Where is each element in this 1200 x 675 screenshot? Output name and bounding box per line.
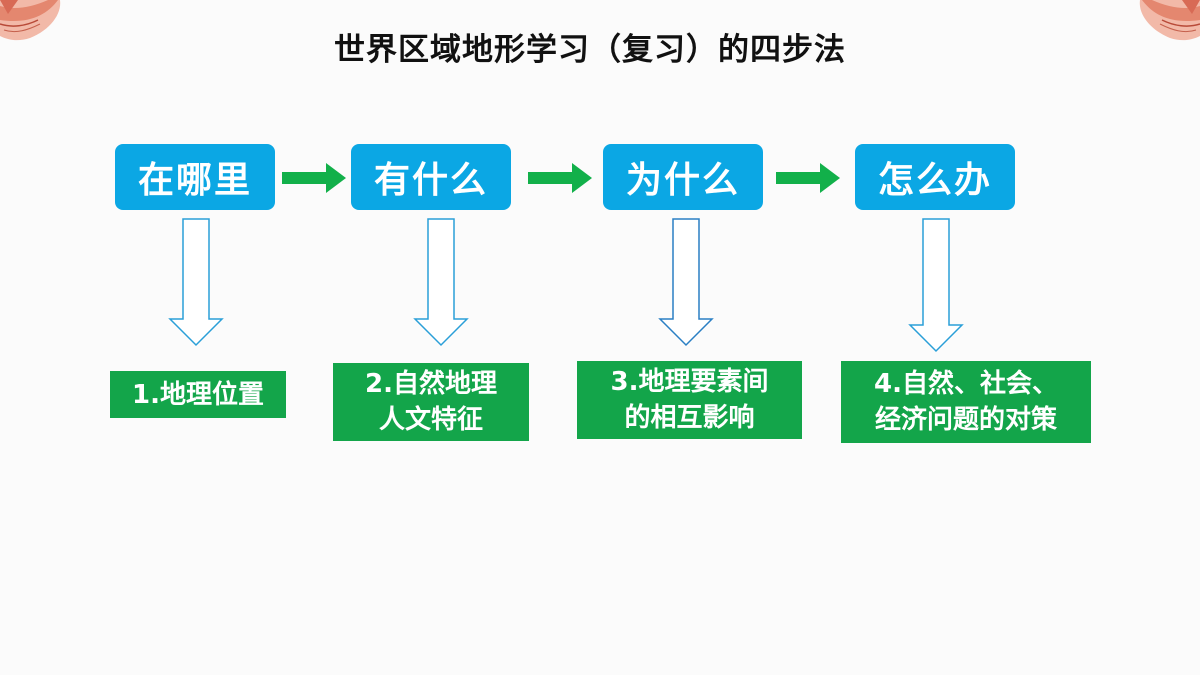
desc-line: 3.地理要素间 (610, 367, 769, 397)
page-title: 世界区域地形学习（复习）的四步法 (334, 32, 846, 68)
right-arrow-icon (282, 163, 346, 193)
down-arrow-icon (168, 218, 224, 347)
desc-line: 1.地理位置 (132, 379, 264, 410)
down-arrow-icon (658, 218, 714, 347)
desc-box-location: 1.地理位置 (110, 371, 286, 418)
desc-box-interaction: 3.地理要素间 的相互影响 (577, 361, 802, 439)
desc-line: 人文特征 (378, 405, 483, 435)
right-arrow-icon (528, 163, 592, 193)
corner-ornament-right-icon (1139, 0, 1200, 41)
right-arrow-icon (776, 163, 840, 193)
corner-ornament-left-icon (0, 0, 61, 41)
desc-box-features: 2.自然地理 人文特征 (333, 363, 529, 441)
down-arrow-icon (413, 218, 469, 347)
desc-line: 经济问题的对策 (874, 405, 1057, 435)
desc-line: 2.自然地理 (365, 369, 497, 399)
step-box-where: 在哪里 (115, 144, 275, 210)
step-box-why: 为什么 (603, 144, 763, 210)
desc-box-countermeasures: 4.自然、社会、 经济问题的对策 (841, 361, 1091, 443)
step-box-what: 有什么 (351, 144, 511, 210)
down-arrow-icon (908, 218, 964, 353)
step-box-how: 怎么办 (855, 144, 1015, 210)
desc-line: 的相互影响 (624, 403, 755, 433)
desc-line: 4.自然、社会、 (874, 369, 1058, 399)
